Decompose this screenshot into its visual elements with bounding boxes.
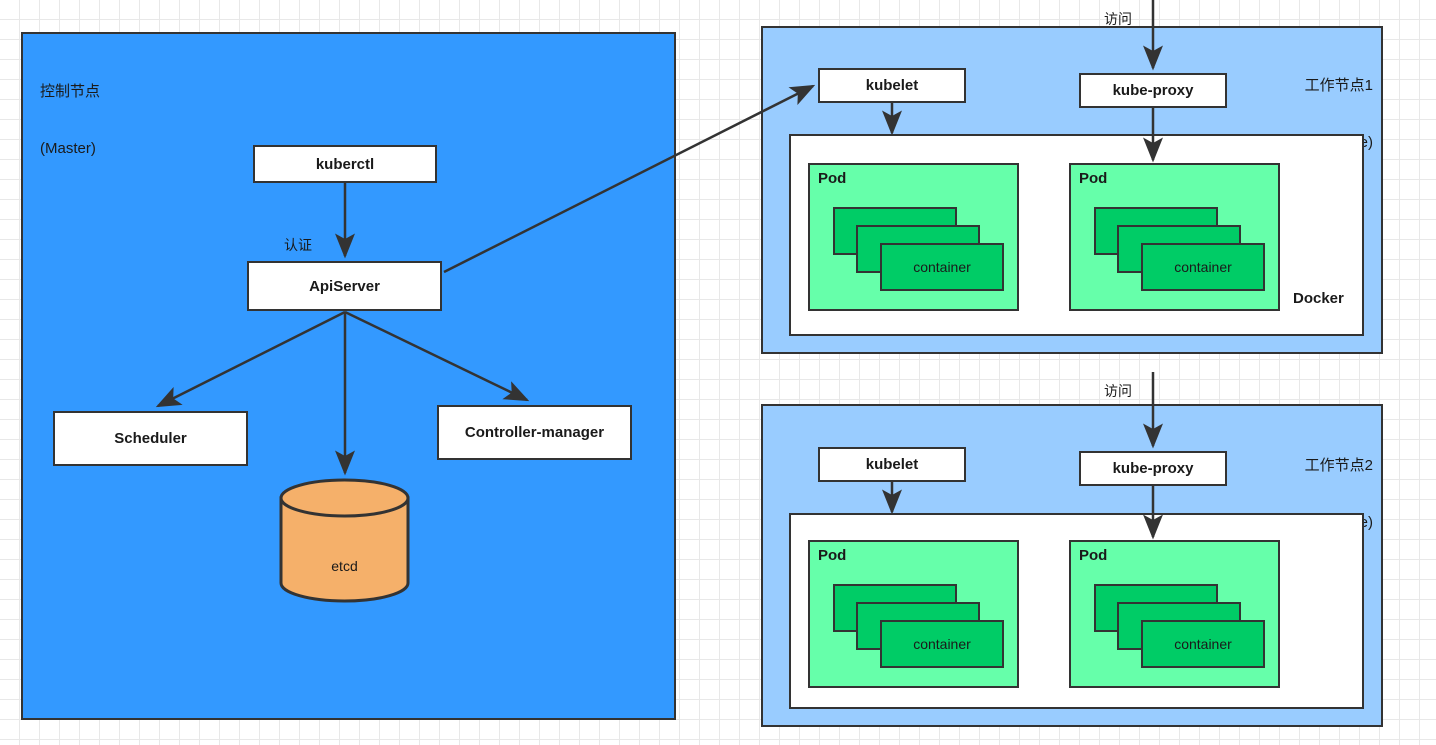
- master-caption-line2: (Master): [40, 140, 96, 157]
- node1-pod-2[interactable]: Pod container container container: [1069, 163, 1280, 311]
- node2-pod-1-container-1[interactable]: container: [880, 620, 1004, 668]
- auth-label-line1: 认证: [284, 237, 312, 253]
- node1-docker-label: Docker: [1293, 290, 1344, 307]
- kuberctl-box[interactable]: kuberctl: [253, 145, 437, 183]
- etcd-label: etcd: [331, 558, 358, 574]
- worker-node-1-caption-line1: 工作节点1: [1304, 77, 1373, 94]
- node1-pod-1-label: Pod: [818, 170, 847, 187]
- node2-access-label: 访问: [1104, 383, 1132, 399]
- master-caption-line1: 控制节点: [40, 83, 101, 100]
- node2-pod-2-label: Pod: [1079, 547, 1108, 564]
- etcd-cylinder-shape: [279, 478, 410, 603]
- master-caption: 控制节点 (Master): [40, 44, 240, 196]
- node2-kubelet-box[interactable]: kubelet: [818, 447, 966, 482]
- apiserver-box[interactable]: ApiServer: [247, 261, 442, 311]
- scheduler-box[interactable]: Scheduler: [53, 411, 248, 466]
- node1-kube-proxy-box[interactable]: kube-proxy: [1079, 73, 1227, 108]
- node1-pod-1[interactable]: Pod container container container: [808, 163, 1019, 311]
- node1-access-label: 访问: [1104, 11, 1132, 27]
- node2-pod-1-label: Pod: [818, 547, 847, 564]
- node2-pod-2[interactable]: Pod container container container: [1069, 540, 1280, 688]
- node1-pod-1-container-1[interactable]: container: [880, 243, 1004, 291]
- node2-pod-2-container-1[interactable]: container: [1141, 620, 1265, 668]
- worker-node-2-caption-line1: 工作节点2: [1304, 457, 1373, 474]
- node1-pod-2-label: Pod: [1079, 170, 1108, 187]
- node2-pod-1[interactable]: Pod container container container: [808, 540, 1019, 688]
- etcd-cylinder[interactable]: etcd: [279, 478, 410, 603]
- node1-kubelet-box[interactable]: kubelet: [818, 68, 966, 103]
- node1-pod-2-container-1[interactable]: container: [1141, 243, 1265, 291]
- controller-manager-box[interactable]: Controller-manager: [437, 405, 632, 460]
- node2-kube-proxy-box[interactable]: kube-proxy: [1079, 451, 1227, 486]
